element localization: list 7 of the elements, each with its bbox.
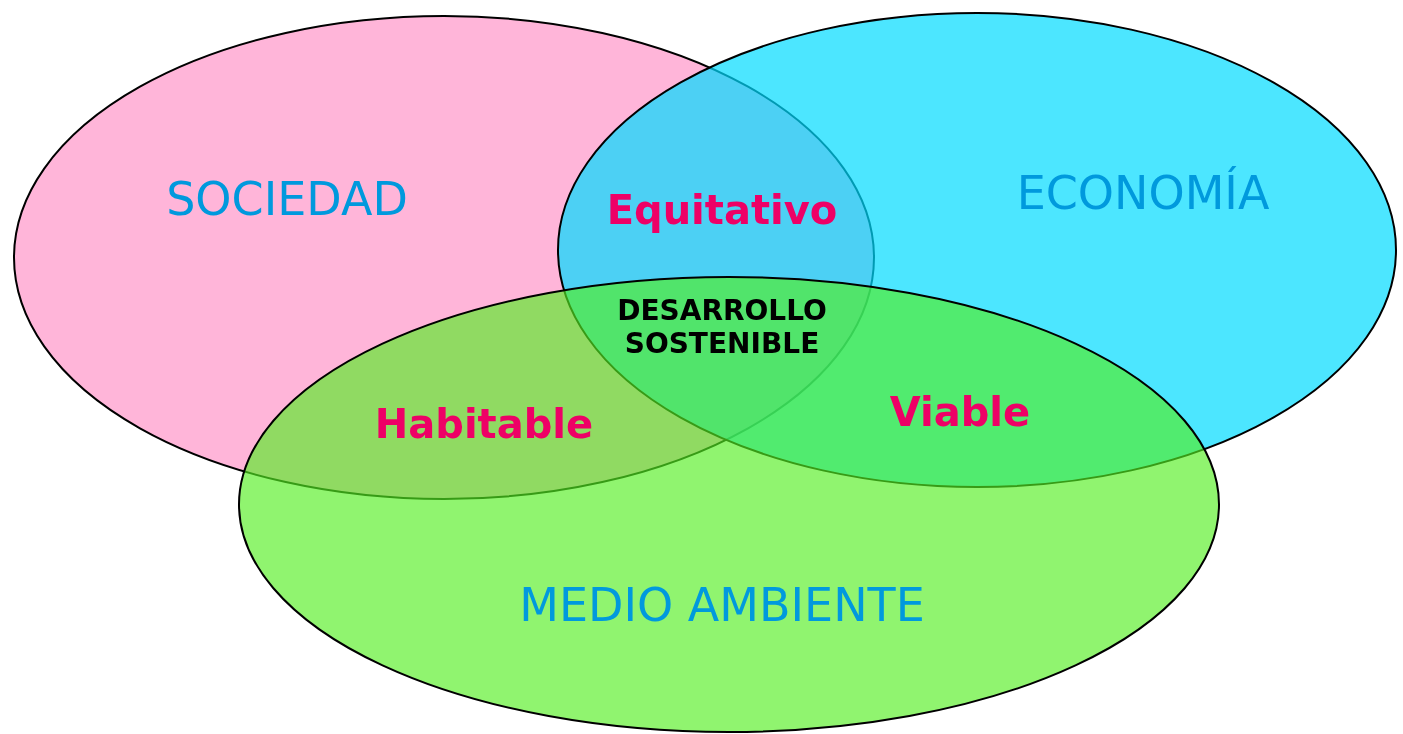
circle-title: MEDIO AMBIENTE [518, 577, 926, 635]
overlap-label: Viable [888, 389, 1032, 435]
overlap-label: DESARROLLO SOSTENIBLE [616, 294, 828, 360]
overlap-label: Equitativo [605, 187, 839, 233]
circle-title: SOCIEDAD [165, 171, 409, 229]
circle-title: ECONOMÍA [1015, 165, 1271, 223]
overlap-label: Habitable [373, 401, 595, 447]
